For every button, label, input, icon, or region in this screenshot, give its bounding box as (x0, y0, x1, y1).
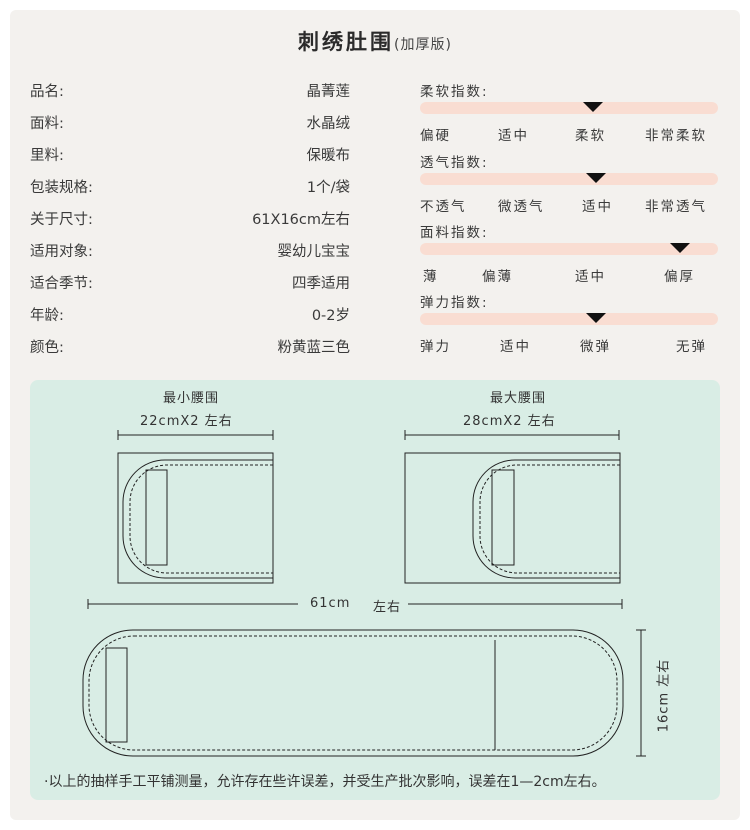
index-bar (420, 173, 718, 185)
spec-row: 颜色: 粉黄蓝三色 (30, 336, 350, 358)
spec-value: 保暖布 (306, 148, 351, 164)
spec-key: 关于尺寸: (30, 212, 93, 228)
full-strip-velcro (105, 647, 128, 743)
index-label: 柔软指数: (420, 84, 489, 100)
elasticity-index: 弹力指数: 弹力 适中 微弹 无弹 (420, 291, 720, 355)
breathability-index: 透气指数: 不透气 微透气 适中 非常透气 (420, 151, 720, 215)
spec-value: 0-2岁 (311, 308, 350, 324)
index-label: 弹力指数: (420, 295, 489, 311)
min-waist-size: 22cmX2 左右 (140, 414, 233, 429)
index-option: 非常柔软 (645, 128, 707, 144)
spec-key: 适合季节: (30, 276, 93, 292)
max-waist-size: 28cmX2 左右 (463, 414, 556, 429)
index-option: 薄 (423, 269, 439, 285)
spec-key: 面料: (30, 116, 64, 132)
min-waist-label: 最小腰围 (163, 391, 220, 406)
spec-row: 适合季节: 四季适用 (30, 272, 350, 294)
spec-row: 包装规格: 1个/袋 (30, 176, 350, 198)
size-diagram-panel (30, 380, 720, 800)
index-option: 微弹 (580, 339, 611, 355)
spec-value: 婴幼儿宝宝 (277, 244, 351, 260)
spec-value: 1个/袋 (306, 180, 350, 196)
index-bar (420, 313, 718, 325)
index-marker (586, 173, 606, 183)
spec-key: 适用对象: (30, 244, 93, 260)
index-option: 无弹 (676, 339, 707, 355)
min-waist-stitch (129, 464, 273, 574)
index-marker (670, 243, 690, 253)
index-option: 不透气 (420, 199, 467, 215)
min-waist-velcro (145, 469, 168, 566)
full-strip-outline (82, 629, 624, 757)
index-option: 适中 (498, 128, 529, 144)
length-value: 61cm (310, 596, 351, 611)
index-bar (420, 243, 718, 255)
length-note: 左右 (373, 600, 402, 615)
spec-value: 61X16cm左右 (252, 212, 350, 228)
max-waist-stitch (479, 464, 620, 574)
spec-key: 品名: (30, 84, 64, 100)
min-waist-outline (117, 452, 274, 584)
spec-row: 适用对象: 婴幼儿宝宝 (30, 240, 350, 262)
spec-value: 晶菁莲 (306, 84, 351, 100)
index-option: 非常透气 (645, 199, 707, 215)
spec-key: 年龄: (30, 308, 64, 324)
index-bar (420, 102, 718, 114)
index-option: 适中 (500, 339, 531, 355)
spec-key: 包装规格: (30, 180, 93, 196)
spec-value: 水晶绒 (306, 116, 351, 132)
page-title: 刺绣肚围(加厚版) (0, 26, 750, 56)
index-option: 适中 (575, 269, 606, 285)
title-sub: (加厚版) (394, 37, 452, 53)
max-waist-velcro (491, 469, 515, 566)
spec-row: 品名: 晶菁莲 (30, 80, 350, 102)
spec-value: 粉黄蓝三色 (277, 340, 351, 356)
max-waist-label: 最大腰围 (490, 391, 547, 406)
index-option: 偏薄 (482, 269, 513, 285)
index-option: 弹力 (420, 339, 451, 355)
index-option: 微透气 (498, 199, 545, 215)
max-waist-outline (404, 452, 621, 584)
spec-key: 里料: (30, 148, 64, 164)
index-marker (583, 102, 603, 112)
index-option: 柔软 (575, 128, 606, 144)
index-option: 偏硬 (420, 128, 451, 144)
full-strip-stitch (88, 635, 618, 751)
index-marker (586, 313, 606, 323)
spec-key: 颜色: (30, 340, 64, 356)
spec-row: 面料: 水晶绒 (30, 112, 350, 134)
title-main: 刺绣肚围 (298, 30, 395, 54)
spec-row: 关于尺寸: 61X16cm左右 (30, 208, 350, 230)
index-option: 偏厚 (664, 269, 695, 285)
fabric-index: 面料指数: 薄 偏薄 适中 偏厚 (420, 221, 720, 285)
width-value: 16cm 左右 (656, 658, 672, 733)
index-option: 适中 (582, 199, 613, 215)
softness-index: 柔软指数: 偏硬 适中 柔软 非常柔软 (420, 80, 720, 144)
spec-value: 四季适用 (292, 276, 350, 292)
index-label: 透气指数: (420, 155, 489, 171)
max-waist-flap (472, 459, 620, 579)
spec-row: 里料: 保暖布 (30, 144, 350, 166)
spec-row: 年龄: 0-2岁 (30, 304, 350, 326)
measurement-note: ·以上的抽样手工平铺测量，允许存在些许误差，并受生产批次影响，误差在1—2cm左… (44, 774, 606, 790)
index-label: 面料指数: (420, 225, 489, 241)
min-waist-flap (122, 459, 273, 579)
